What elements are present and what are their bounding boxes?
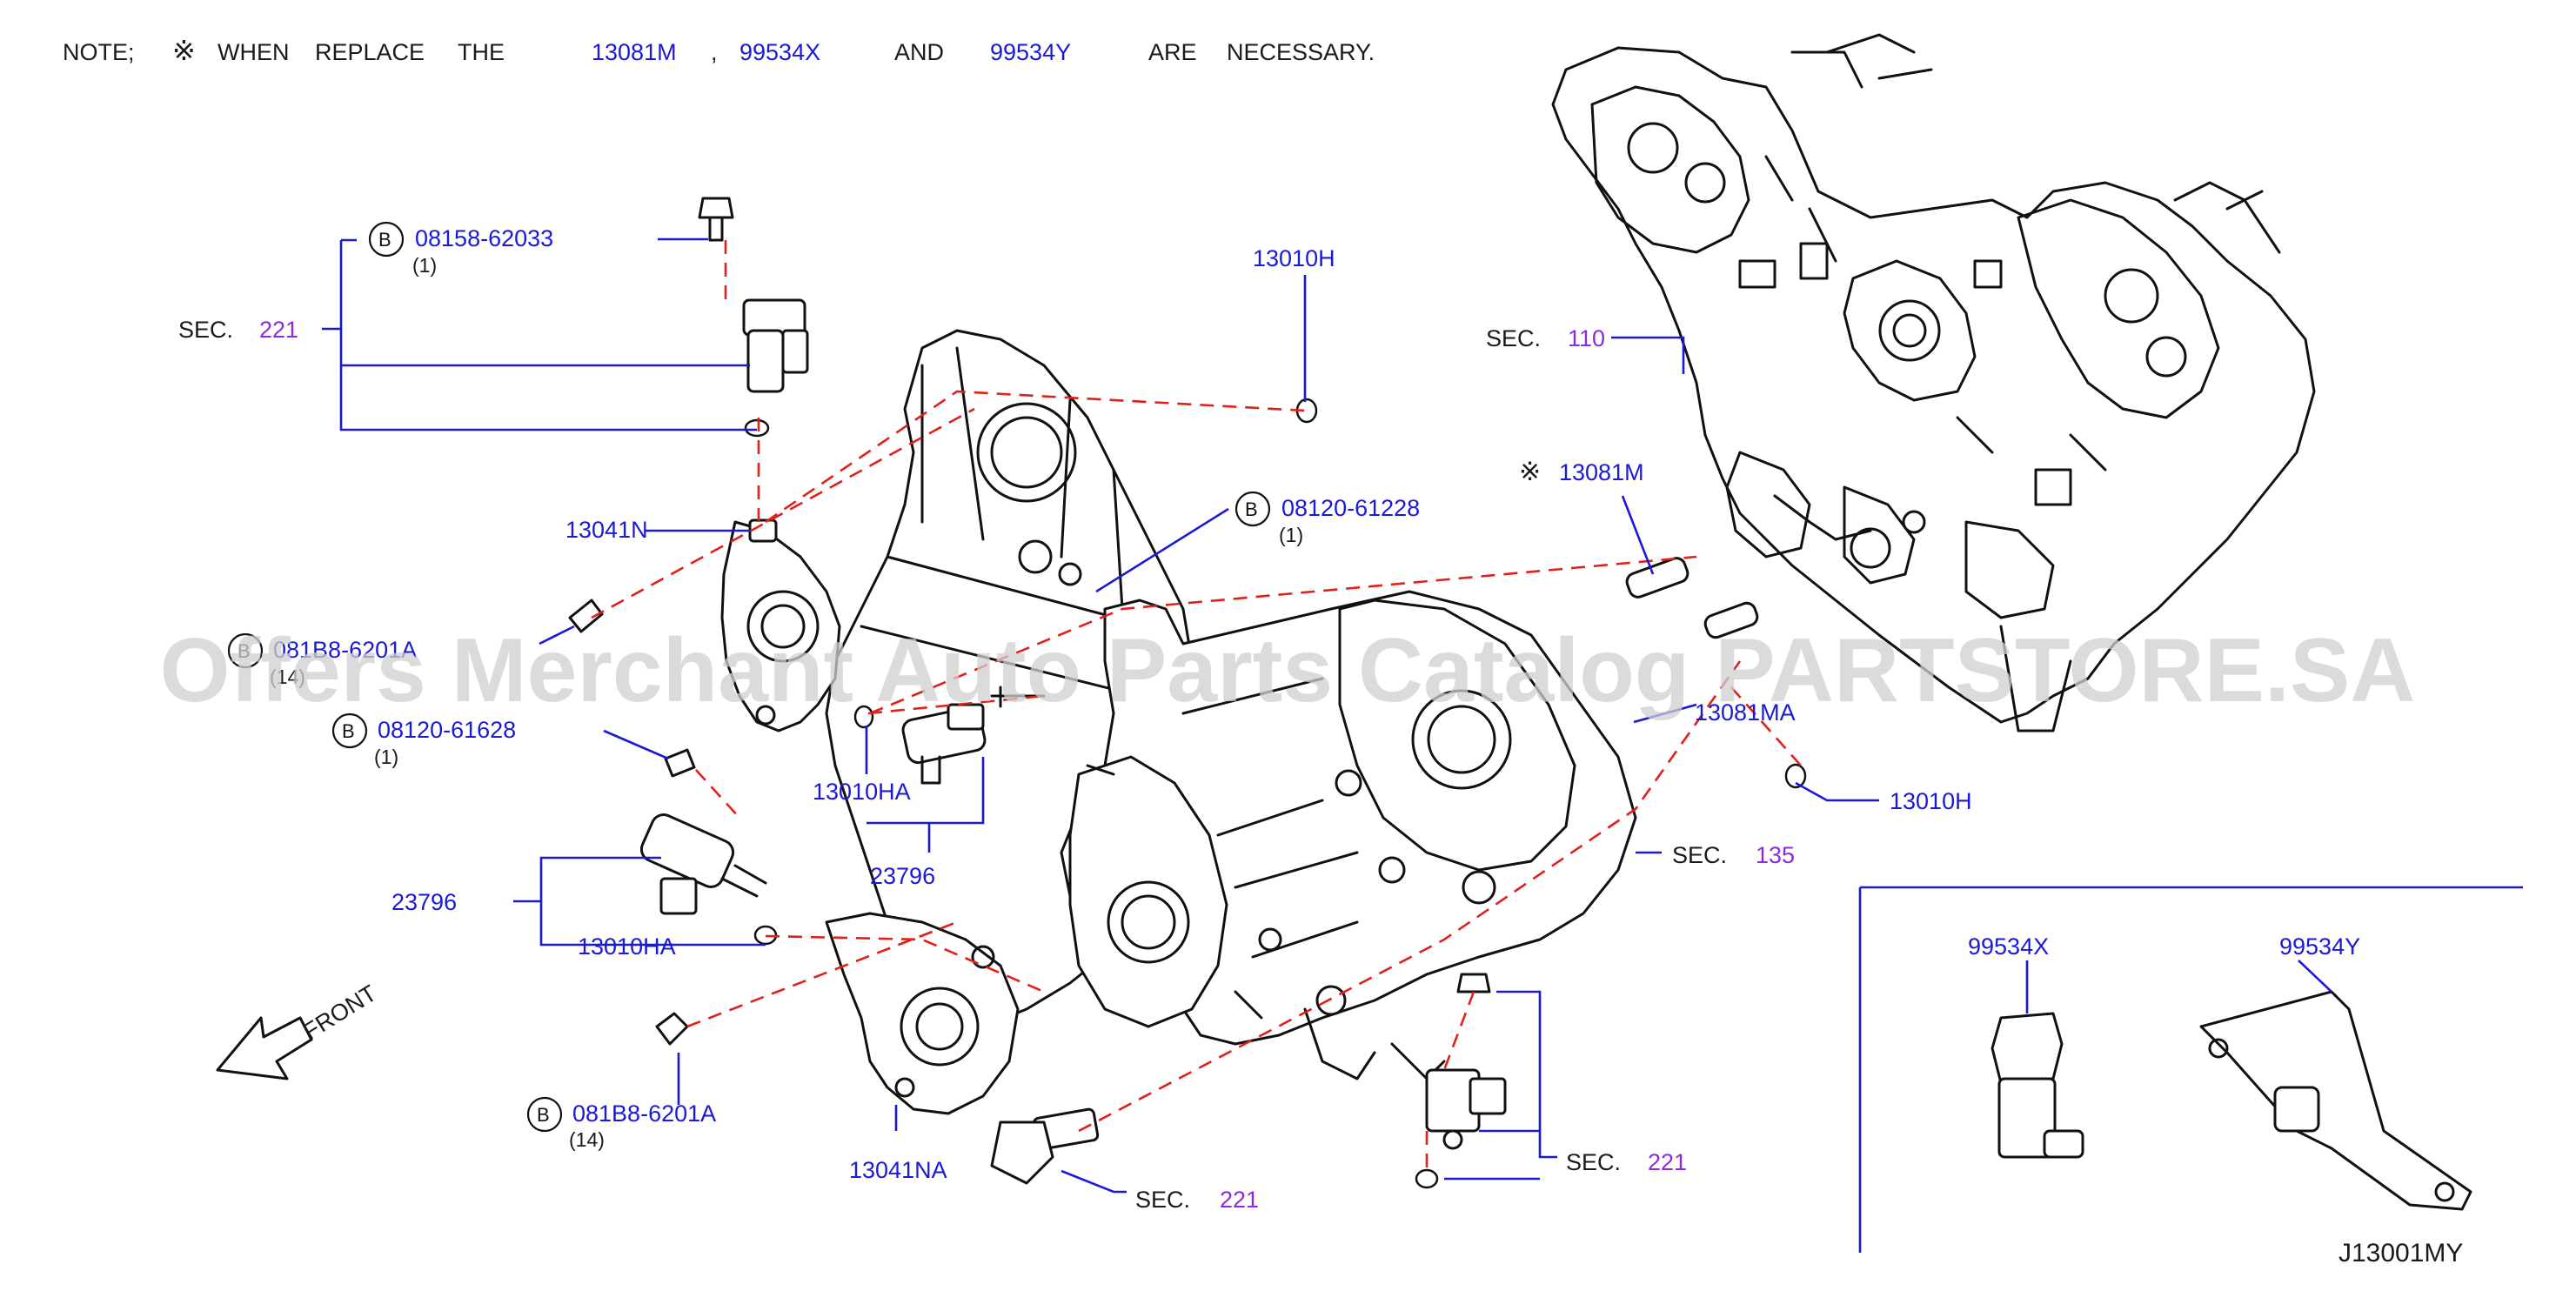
bolt-08120-61628[interactable]: 08120-61628 xyxy=(378,717,516,743)
note-part-99534x[interactable]: 99534X xyxy=(739,39,820,65)
bolt-circle-b1-letter: B xyxy=(378,229,391,251)
note-prefix: NOTE; xyxy=(63,39,135,65)
part-23796-center[interactable]: 23796 xyxy=(870,863,935,889)
note-text-when: WHEN xyxy=(217,39,290,65)
bolt-circle-b5-letter: B xyxy=(537,1104,550,1126)
tool-99534x-illustration xyxy=(1991,1012,2084,1159)
bolt-circle-b4 xyxy=(331,712,368,749)
crank-sensor-illustration xyxy=(990,1107,1100,1185)
part-13081m[interactable]: 13081M xyxy=(1559,459,1644,485)
bolt-081b8-6201a-bottom[interactable]: 081B8-6201A xyxy=(572,1100,716,1127)
cam-sensor-top-illustration xyxy=(742,298,809,393)
note-comma: , xyxy=(711,39,718,65)
part-13010h-top[interactable]: 13010H xyxy=(1253,245,1335,271)
part-13010ha-center[interactable]: 13010HA xyxy=(813,779,911,805)
note-text-are: ARE xyxy=(1148,39,1197,65)
sec-number-221-top[interactable]: 221 xyxy=(259,317,298,343)
vtc-cover-upper-illustration xyxy=(720,518,841,732)
sec-label-221-right: SEC. xyxy=(1566,1149,1621,1175)
tool-99534y-illustration xyxy=(2199,990,2472,1211)
note-symbol: ※ xyxy=(172,35,196,66)
bolt-08120-61628-qty: (1) xyxy=(374,746,398,768)
oil-control-solenoid-left-illustration xyxy=(639,813,767,915)
part-13010h-right[interactable]: 13010H xyxy=(1890,788,1972,814)
part-13041na[interactable]: 13041NA xyxy=(849,1157,947,1183)
vtc-cover-lower-illustration xyxy=(825,912,1020,1115)
front-arrow-icon xyxy=(216,1016,313,1080)
note-header: NOTE; ※ WHEN REPLACE THE 13081M , 99534X… xyxy=(63,35,1375,66)
note-text-the: THE xyxy=(458,39,505,65)
note-part-99534y[interactable]: 99534Y xyxy=(990,39,1071,65)
part-99534x[interactable]: 99534X xyxy=(1968,933,2049,960)
front-cover-illustration xyxy=(825,329,1637,1080)
note-text-necessary: NECESSARY. xyxy=(1227,39,1375,65)
sec-number-135[interactable]: 135 xyxy=(1756,842,1795,868)
part-13041n[interactable]: 13041N xyxy=(565,517,648,543)
sec-label-221-bottom: SEC. xyxy=(1135,1187,1190,1213)
engine-block-illustration xyxy=(1551,33,2316,732)
cam-sensor-right-illustration xyxy=(1425,1068,1507,1150)
part-13081m-symbol: ※ xyxy=(1519,458,1541,486)
note-text-replace: REPLACE xyxy=(315,39,425,65)
part-23796-left[interactable]: 23796 xyxy=(391,889,457,915)
bolt-circle-b1 xyxy=(368,221,405,258)
oil-control-solenoid-center-illustration xyxy=(901,686,1046,785)
diagram-code: J13001MY xyxy=(2338,1239,2463,1268)
part-13081ma[interactable]: 13081MA xyxy=(1695,699,1796,726)
front-label: FRONT xyxy=(298,980,381,1045)
bolt-circle-b5 xyxy=(526,1096,563,1133)
leader-lines xyxy=(322,237,2523,1253)
note-text-and: AND xyxy=(894,39,944,65)
note-part-13081m[interactable]: 13081M xyxy=(592,39,677,65)
bolt-circle-b2-letter: B xyxy=(1245,498,1258,520)
bolt-08158-62033-qty: (1) xyxy=(412,254,437,277)
part-99534y[interactable]: 99534Y xyxy=(2279,933,2360,960)
watermark: Offers Merchant Auto Parts Catalog PARTS… xyxy=(160,620,2416,721)
bolt-circle-b3 xyxy=(227,632,264,669)
bolt-081b8-6201a-bottom-qty: (14) xyxy=(569,1128,605,1151)
bolt-08120-61228[interactable]: 08120-61228 xyxy=(1281,495,1420,521)
sec-number-221-right[interactable]: 221 xyxy=(1648,1149,1687,1175)
sec-label-221-top: SEC. xyxy=(178,317,233,343)
bolt-081b8-6201a-top[interactable]: 081B8-6201A xyxy=(273,637,417,663)
bolt-08158-62033[interactable]: 08158-62033 xyxy=(415,225,553,251)
sec-number-221-bottom[interactable]: 221 xyxy=(1220,1187,1259,1213)
oil-jet-13081m-illustration xyxy=(1625,557,1759,639)
part-13010ha-left[interactable]: 13010HA xyxy=(578,933,676,960)
bolt-08120-61228-qty: (1) xyxy=(1279,524,1303,546)
sec-label-110: SEC. xyxy=(1486,325,1541,351)
bolt-081b8-6201a-top-qty: (14) xyxy=(270,666,305,688)
o-ring-shapes xyxy=(744,398,1807,1189)
bolt-circle-b2 xyxy=(1234,491,1271,527)
dashed-assembly-lines xyxy=(591,240,1802,1170)
sec-label-135: SEC. xyxy=(1672,842,1727,868)
bolt-circle-b4-letter: B xyxy=(342,720,355,742)
sec-number-110[interactable]: 110 xyxy=(1568,325,1605,351)
bolt-circle-b3-letter: B xyxy=(238,640,251,662)
